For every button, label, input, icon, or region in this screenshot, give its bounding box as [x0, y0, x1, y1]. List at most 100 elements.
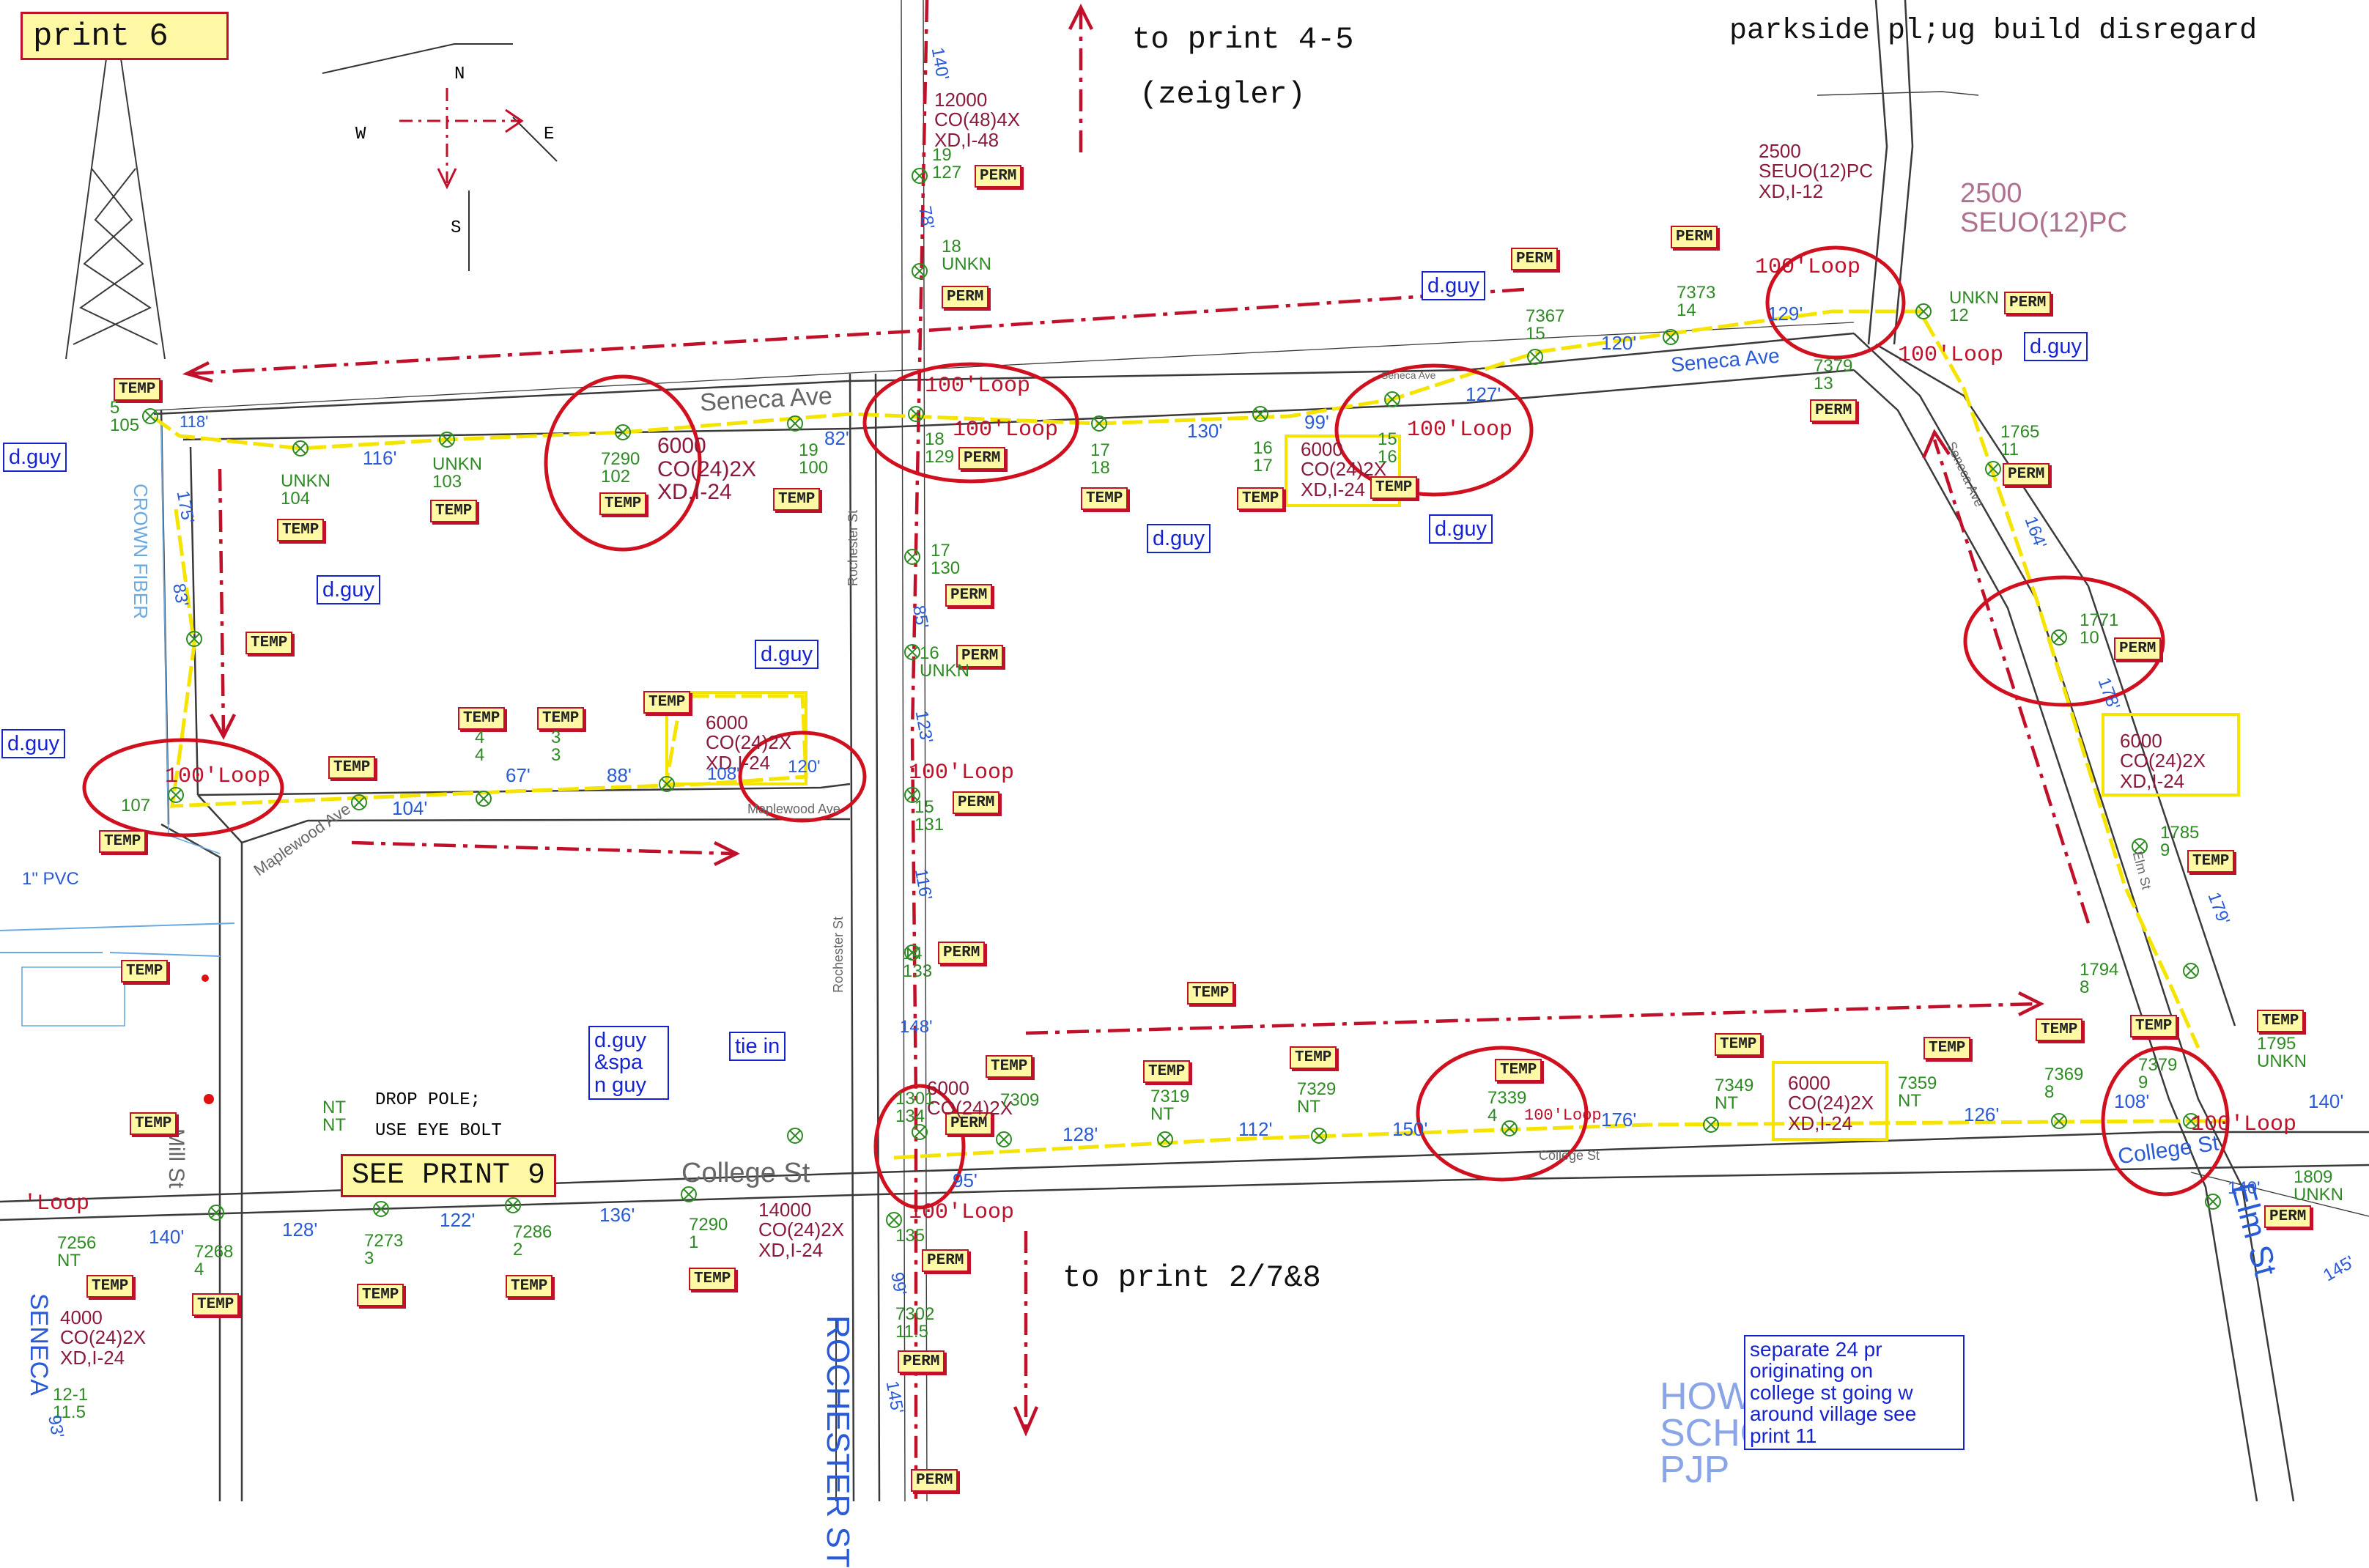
pole-line: 12 — [1949, 306, 1969, 325]
pole-line: 7369 — [2044, 1065, 2084, 1084]
pole-line: NT — [322, 1115, 346, 1135]
crown-fiber-label: CROWN FIBER — [130, 484, 152, 619]
pole-line: 4 — [475, 745, 485, 765]
span-label: 140' — [2308, 1090, 2344, 1112]
pole-line: 8 — [2080, 977, 2090, 997]
cable-6000-seneca-west: 6000 CO(24)2X XD,I-24 — [657, 434, 756, 504]
span-label: 85' — [909, 604, 933, 630]
tag-temp: TEMP — [986, 1055, 1033, 1078]
pole-line: 18 — [925, 429, 945, 449]
pole-line: 7379 — [1814, 356, 1853, 376]
loop-label: 100'Loop — [1524, 1106, 1602, 1125]
pole-line: UNKN — [920, 661, 970, 681]
span-label: 136' — [599, 1204, 635, 1226]
loop-label: 100'Loop — [925, 374, 1031, 399]
callout-line-1: d.guy — [594, 1029, 646, 1052]
pole-line: 15 — [914, 797, 934, 817]
cable-12000: 12000 CO(48)4X XD,I-48 — [934, 89, 1020, 151]
to-print-bottom: to print 2/7&8 — [1062, 1260, 1321, 1295]
tag-temp: TEMP — [86, 1275, 134, 1298]
pole-line: 15 — [1526, 324, 1545, 344]
pole-line: 4 — [475, 728, 485, 747]
span-label: 118' — [180, 413, 209, 431]
cable-line: XD,I-24 — [2120, 769, 2185, 792]
loop-label: 100'Loop — [165, 764, 271, 789]
tag-perm: PERM — [953, 791, 1000, 814]
pole-line: 11 — [2000, 440, 2019, 459]
pole-line: 3 — [364, 1249, 374, 1268]
tag-temp: TEMP — [357, 1284, 404, 1306]
callout-dguy-seneca-mid: d.guy — [1147, 524, 1211, 554]
pole-line: 9 — [2138, 1073, 2148, 1092]
cable-line: XD,I-24 — [1788, 1112, 1853, 1134]
span-label: 116' — [363, 447, 397, 469]
tag-perm: PERM — [922, 1249, 969, 1272]
pole-line: 14 — [903, 944, 923, 964]
cable-line: 4000 — [60, 1306, 103, 1328]
tag-temp: TEMP — [99, 830, 147, 853]
tag-perm: PERM — [956, 645, 1004, 667]
cable-line: 6000 — [1301, 438, 1343, 460]
pole-line: NT — [1898, 1091, 1921, 1111]
pole-line: 7256 — [57, 1233, 97, 1253]
cable-6000-maplewood: 6000 CO(24)2X XD,I-24 — [706, 711, 791, 773]
cable-line: 6000 — [927, 1077, 969, 1099]
callout-separate-24pr: separate 24 pr originating on college st… — [1744, 1335, 1965, 1450]
tag-perm: PERM — [2004, 292, 2052, 314]
cable-line: XD,I-24 — [1301, 478, 1366, 500]
span-label: 99' — [1304, 411, 1329, 433]
tag-temp: TEMP — [506, 1275, 553, 1298]
pole-line: UNKN — [281, 471, 331, 491]
cable-line: XD,I-48 — [934, 128, 999, 151]
pole-line: 127 — [932, 163, 962, 182]
callout-dguy-maplewood-west: d.guy — [1, 729, 65, 759]
span-label: 145' — [882, 1379, 907, 1416]
pole-line: 16 — [1253, 438, 1273, 458]
tag-temp: TEMP — [1290, 1046, 1337, 1069]
pole-line: 1794 — [2080, 960, 2119, 980]
pole-line: 2 — [513, 1240, 523, 1260]
span-label: 127' — [1466, 383, 1501, 405]
street-college: College St — [681, 1158, 810, 1188]
loop-label: 100'Loop — [953, 418, 1059, 443]
pole-line: 5 — [110, 398, 120, 418]
pole-line: NT — [1297, 1097, 1320, 1117]
tag-temp: TEMP — [430, 500, 478, 522]
callout-sep-line-3: college st going w — [1750, 1380, 1913, 1404]
street-rochester-2: Rochester St — [831, 916, 846, 993]
pole-line: 1809 — [2294, 1167, 2333, 1187]
span-label: 140' — [2228, 1178, 2261, 1198]
high-school-label-3: PJP — [1660, 1449, 1730, 1491]
tag-perm: PERM — [2003, 463, 2050, 486]
cable-line: 6000 — [706, 711, 748, 733]
tag-temp: TEMP — [689, 1268, 736, 1290]
pole-line: 7302 — [895, 1304, 935, 1324]
cable-line: CO(24)2X — [657, 456, 757, 481]
tag-perm: PERM — [898, 1350, 945, 1373]
span-label: 88' — [607, 764, 632, 786]
compass-e: E — [544, 125, 555, 144]
span-label: 123' — [911, 709, 936, 745]
span-label: 128' — [282, 1218, 318, 1240]
route-arrows — [190, 0, 2091, 1501]
tag-perm: PERM — [2264, 1205, 2312, 1228]
cable-line: XD,I-24 — [60, 1346, 125, 1369]
compass-s: S — [451, 218, 462, 238]
pole-line: 7290 — [689, 1215, 728, 1235]
pole-line: 7339 — [1487, 1088, 1527, 1108]
red-dot-marker — [202, 975, 209, 982]
cable-box-6000-maplewood — [665, 691, 807, 785]
tag-temp: TEMP — [1237, 487, 1285, 510]
pole-line: 104 — [281, 489, 311, 509]
loop-label: 100'Loop — [909, 761, 1015, 785]
tag-perm: PERM — [1810, 399, 1858, 422]
